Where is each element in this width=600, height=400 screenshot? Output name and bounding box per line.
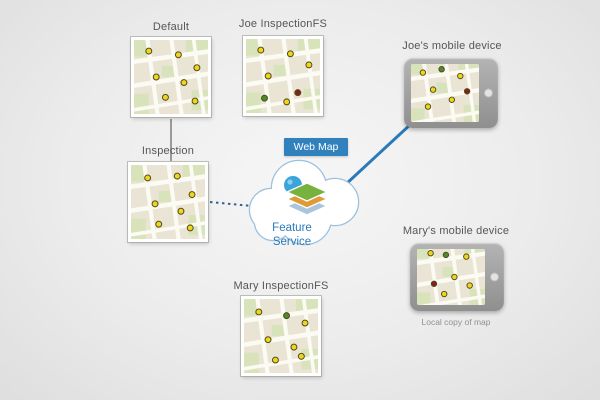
map-inspection bbox=[128, 162, 208, 242]
tablet-home-button-icon bbox=[484, 88, 493, 98]
label-joe-inspectionfs: Joe InspectionFS bbox=[238, 18, 328, 30]
feature-service-label: Feature Service bbox=[272, 222, 312, 248]
map-joe-inspectionfs bbox=[243, 36, 323, 116]
label-mary-inspectionfs: Mary InspectionFS bbox=[233, 280, 329, 292]
label-joe-device: Joe's mobile device bbox=[402, 40, 502, 52]
map-image-inspection bbox=[131, 165, 205, 239]
tablet-home-button-icon bbox=[490, 272, 499, 282]
label-mary-device: Mary's mobile device bbox=[402, 225, 510, 237]
map-image-joe-device bbox=[411, 64, 479, 122]
map-image-default bbox=[134, 40, 208, 114]
layers-icon bbox=[284, 176, 329, 216]
map-default bbox=[131, 37, 211, 117]
web-map-badge: Web Map bbox=[284, 138, 348, 156]
mary-tablet bbox=[410, 243, 504, 311]
joe-tablet-screen bbox=[411, 64, 479, 122]
joe-tablet bbox=[404, 58, 498, 128]
local-copy-caption: Local copy of map bbox=[421, 317, 491, 327]
mary-tablet-screen bbox=[417, 249, 485, 305]
map-image-mary-device bbox=[417, 249, 485, 305]
map-mary-inspectionfs bbox=[241, 296, 321, 376]
cloud-icon bbox=[248, 159, 360, 246]
label-inspection: Inspection bbox=[141, 145, 195, 157]
feature-service-cloud: Feature Service bbox=[243, 152, 373, 260]
label-default: Default bbox=[152, 21, 190, 33]
map-image-mary-inspectionfs bbox=[244, 299, 318, 373]
map-image-joe-inspectionfs bbox=[246, 39, 320, 113]
